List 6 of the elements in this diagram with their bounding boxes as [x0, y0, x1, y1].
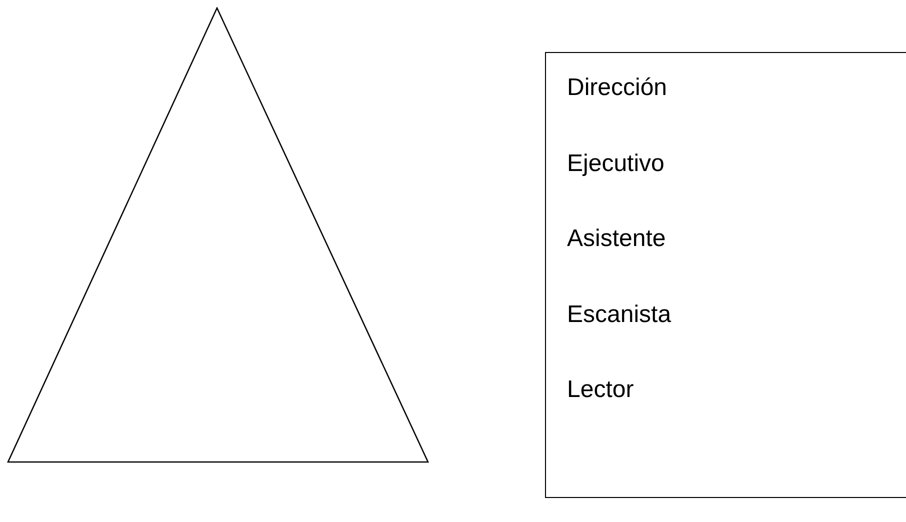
role-label: Asistente	[567, 225, 666, 252]
role-label: Escanista	[567, 300, 672, 328]
role-label: Ejecutivo	[567, 150, 664, 177]
role-label: Dirección	[567, 74, 668, 101]
list-box	[545, 52, 906, 498]
role-label: Lector	[567, 376, 634, 404]
